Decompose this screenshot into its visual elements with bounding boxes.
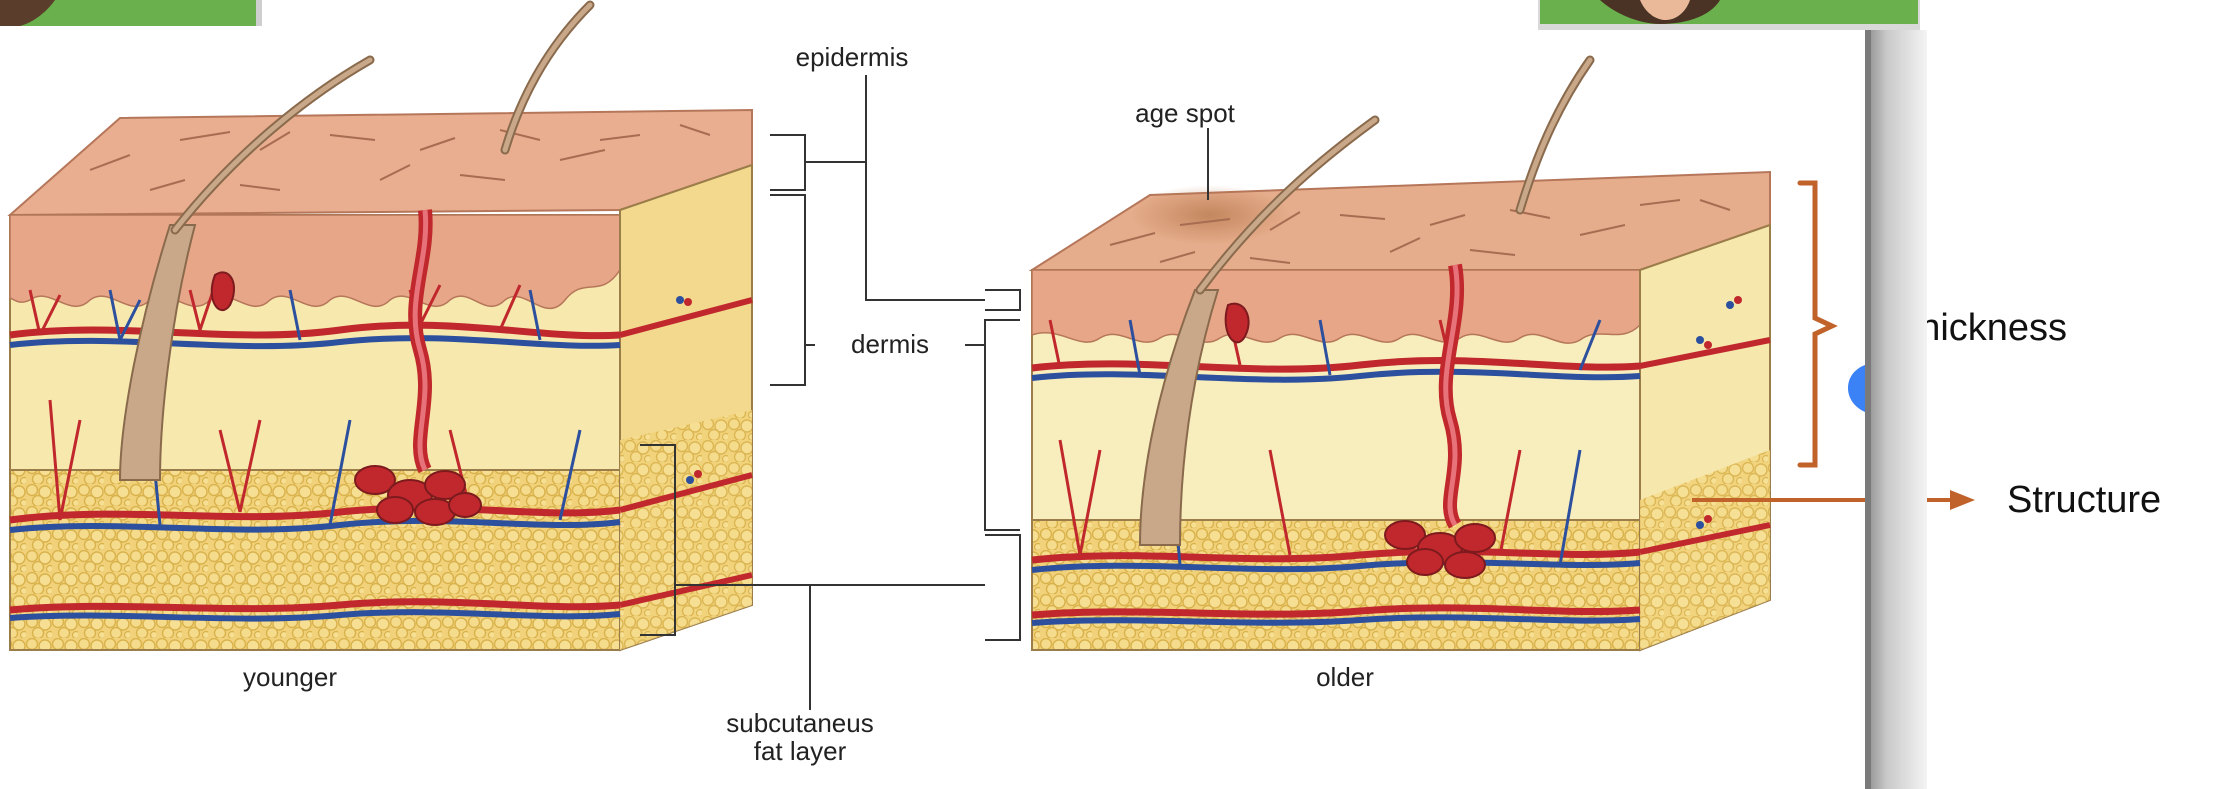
epidermis-label: epidermis — [796, 42, 909, 72]
subcutaneous-label-line2: fat layer — [754, 736, 847, 766]
thumbnail-left — [0, 0, 262, 26]
thickness-bracket — [1800, 183, 1832, 465]
thumbnail-right — [1538, 0, 1920, 30]
older-skin-block — [1032, 60, 1770, 650]
structure-label: Structure — [2007, 479, 2161, 521]
older-fat-layer — [1032, 520, 1640, 650]
age-spot-label: age spot — [1135, 98, 1236, 128]
younger-epidermis-front — [10, 215, 620, 308]
dermis-label: dermis — [851, 329, 929, 359]
side-panel-edge — [1865, 30, 1927, 789]
younger-epidermis-top — [10, 110, 752, 215]
subcutaneous-label-line1: subcutaneus — [726, 708, 873, 738]
younger-fat-layer — [10, 470, 620, 650]
younger-skin-block — [10, 5, 752, 650]
older-epidermis-front — [1032, 270, 1640, 343]
younger-label: younger — [243, 662, 337, 692]
older-label: older — [1316, 662, 1374, 692]
blue-indicator — [1848, 365, 1865, 412]
